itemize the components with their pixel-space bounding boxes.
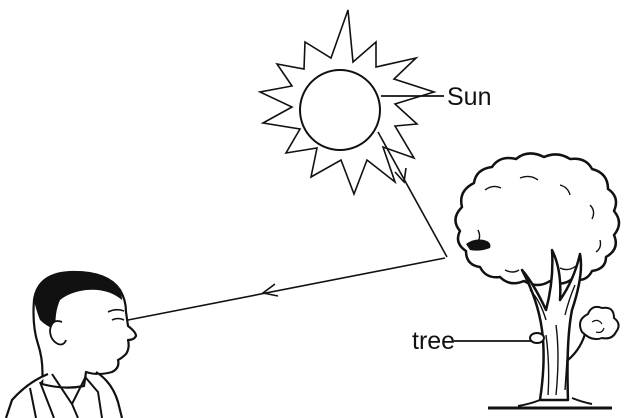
tree-icon: [455, 153, 619, 408]
tree-knot: [530, 333, 544, 343]
sun-disc: [300, 70, 380, 150]
sun-icon: [260, 10, 434, 194]
person-icon: [6, 272, 136, 418]
sun-label: Sun: [447, 83, 491, 111]
tree-label: tree: [412, 327, 455, 355]
tree-canopy: [455, 153, 619, 285]
arrow-icon: [263, 284, 278, 296]
arrow-icon: [395, 168, 406, 182]
incident-ray: [378, 132, 447, 257]
reflected-ray: [128, 258, 445, 320]
tree-small-foliage: [580, 307, 619, 339]
